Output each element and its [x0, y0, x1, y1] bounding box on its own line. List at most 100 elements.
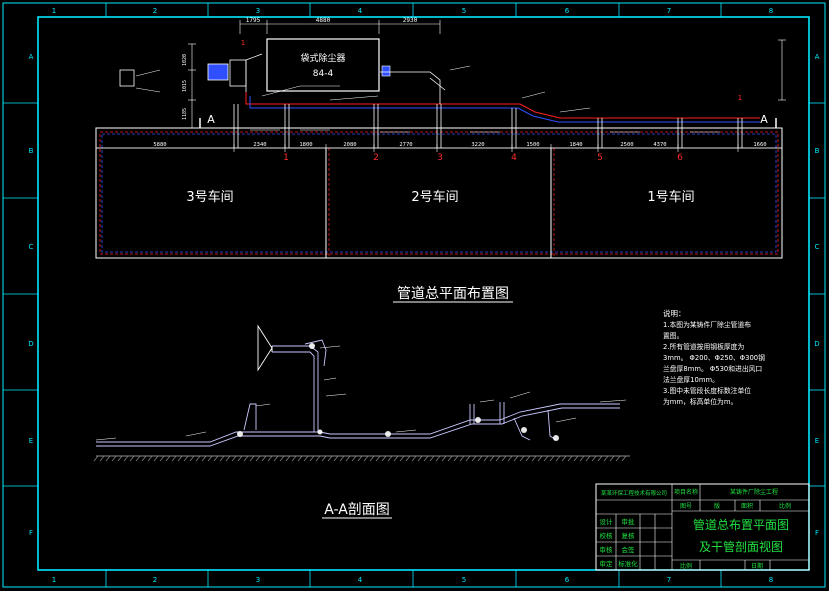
tb-row-label2-4: 标准化 [618, 559, 638, 568]
dim-bottom-10: 4370 [653, 142, 666, 148]
dust-collector-model: 84-4 [313, 69, 334, 79]
dim-bottom-7: 1500 [526, 142, 539, 148]
workshop-label-1: 1号车间 [647, 189, 694, 205]
dim-top-3: 2930 [403, 17, 418, 24]
grid-col-bottom-7: 7 [667, 576, 671, 584]
grid-col-top-7: 7 [667, 7, 671, 15]
grid-row-left-D: D [28, 340, 33, 348]
red-mark-top: 1 [241, 39, 245, 47]
grid-row-right-B: B [815, 147, 820, 155]
top-dimension-line [188, 20, 441, 129]
dim-bottom-8: 1840 [569, 142, 582, 148]
dim-bottom-1: 5880 [153, 142, 166, 148]
branch-mark-2: 2 [373, 153, 379, 163]
tb-row-label-4: 审定 [600, 559, 614, 568]
grid-row-left-B: B [29, 147, 34, 155]
notes-line-5: 兰盘厚8mm。 Φ530和进出风口 [663, 364, 762, 373]
tb-row-label2-2: 复核 [622, 531, 636, 540]
grid-row-left-E: E [29, 437, 33, 445]
tb-row-label2-3: 会签 [622, 545, 636, 554]
grid-col-bottom-1: 1 [52, 576, 56, 584]
company-name: 某某环保工程技术有限公司 [601, 489, 667, 497]
branch-marks: 1 2 3 4 5 6 [283, 153, 683, 163]
tb-row-label-3: 审核 [600, 545, 614, 554]
drawing-title-2: 及干管剖面视图 [699, 539, 783, 554]
col-label-scale: 比例 [779, 502, 791, 510]
fan-unit [207, 63, 229, 81]
dim-bottom-5: 2770 [399, 142, 412, 148]
grid-col-top-2: 2 [153, 7, 157, 15]
section-ducts [96, 339, 620, 447]
dim-bottom-2: 2340 [253, 142, 266, 148]
date-label: 日期 [751, 562, 763, 570]
dim-top-1: 1795 [246, 17, 261, 24]
grid-row-left-C: C [29, 243, 34, 251]
dim-top-2: 4880 [316, 17, 331, 24]
tb-row-label-1: 设计 [600, 517, 614, 526]
branch-mark-1: 1 [283, 153, 289, 163]
branch-mark-5: 5 [597, 153, 603, 163]
branch-mark-3: 3 [437, 153, 443, 163]
branch-mark-6: 6 [677, 153, 683, 163]
grid-col-bottom-6: 6 [565, 576, 570, 584]
dim-bottom-3: 1800 [299, 142, 312, 148]
grid-col-bottom-5: 5 [462, 576, 466, 584]
main-duct-plan [245, 53, 760, 123]
section-mark-left: A [207, 113, 215, 126]
ground-hatch [93, 455, 630, 462]
notes-line-8: 为mm，标高单位为m。 [663, 397, 737, 406]
grid-row-right-E: E [815, 437, 819, 445]
grid-row-right-A: A [815, 53, 820, 61]
grid-row-left-A: A [29, 53, 34, 61]
col-label-version: 版 [714, 502, 720, 510]
grid-col-top-8: 8 [769, 7, 773, 15]
hood-inlet [257, 324, 273, 372]
col-label-area: 面积 [741, 502, 753, 510]
grid-col-top-1: 1 [52, 7, 56, 15]
dim-bottom-6: 3220 [471, 142, 484, 148]
dim-left-3: 1185 [182, 108, 188, 120]
branch-mark-4: 4 [511, 153, 517, 163]
section-view: A-A剖面图 [93, 324, 630, 519]
notes-line-2: 置图。 [663, 332, 683, 340]
grid-col-top-4: 4 [358, 7, 363, 15]
section-title: A-A剖面图 [324, 502, 390, 518]
plan-title: 管道总平面布置图 [397, 286, 509, 302]
grid-col-bottom-8: 8 [769, 576, 773, 584]
plan-view: 3号车间 2号车间 1号车间 袋式除尘器 84-4 [95, 17, 786, 303]
grid-row-right-C: C [815, 243, 820, 251]
grid-col-bottom-3: 3 [256, 576, 260, 584]
section-mark-right: A [760, 113, 768, 126]
dust-collector-box [266, 38, 380, 92]
inner-frame [37, 16, 810, 571]
title-block: 某某环保工程技术有限公司 项目名称 某铸件厂除尘工程 图号 版 面积 比例 设计… [595, 483, 810, 571]
notes-line-6: 法兰盘厚10mm。 [663, 375, 719, 384]
branch-drops [233, 104, 743, 148]
title-block-frame [595, 483, 810, 571]
red-mark-right: 1 [738, 94, 742, 102]
section-elbows [237, 343, 559, 441]
notes-line-4: 3mm。 Φ200、Φ250、Φ300钢 [663, 353, 765, 362]
dim-bottom-4: 2080 [343, 142, 356, 148]
tb-row-label-2: 校核 [600, 531, 614, 540]
drawing-title-1: 管道总布置平面图 [693, 517, 789, 532]
plan-annotation-leaders [135, 65, 720, 133]
grid-col-bottom-2: 2 [153, 576, 157, 584]
grid-col-top-3: 3 [256, 7, 260, 15]
tb-row-label2-1: 审批 [622, 517, 636, 526]
notes-line-3: 2.所有管道按用钢板厚度为 [663, 342, 744, 351]
grid-col-bottom-4: 4 [358, 576, 363, 584]
workshops-outline [95, 127, 783, 259]
notes-line-7: 3.图中未管段长度标数注单位 [663, 386, 751, 395]
section-annotation-leaders [95, 345, 627, 441]
scale-label: 比例 [680, 562, 692, 570]
grid-col-top-5: 5 [462, 7, 466, 15]
dim-bottom-11: 1660 [753, 142, 766, 148]
grid-col-top-6: 6 [565, 7, 570, 15]
